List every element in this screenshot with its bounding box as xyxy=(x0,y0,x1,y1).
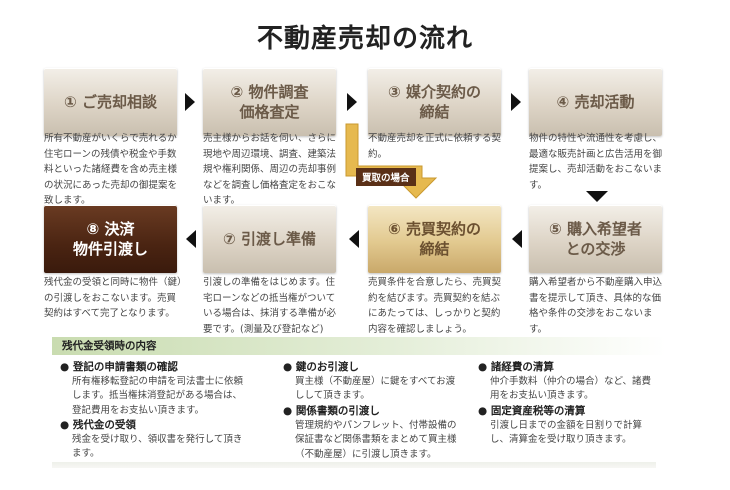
step-4-description: 物件の特性や流通性を考慮し、最適な販売計画と広告活用を御提案し、売却活動をおこな… xyxy=(529,133,663,191)
step-5-box: ⑤ 購入希望者 との交渉 xyxy=(529,205,662,273)
step-7-description: 引渡しの準備をはじめます。住宅ローンなどの抵当権がついている場合は、抹消する準備… xyxy=(203,277,337,335)
note-balance-body: 残金を受け取り、領収書を発行して頂きます。 xyxy=(72,433,243,460)
note-documents-title: ● 関係書類の引渡し xyxy=(283,405,380,417)
step-1-box: ① ご売却相談 xyxy=(44,68,177,136)
step-1-label: ① ご売却相談 xyxy=(64,92,157,111)
step-3-description: 不動産売却を正式に依頼する契約。 xyxy=(368,133,502,160)
note-documents: ● 関係書類の引渡し 管理規約やパンフレット、付帯設備の保証書など関係書類をまと… xyxy=(283,404,463,462)
note-expenses-title: ● 諸経費の清算 xyxy=(478,361,554,373)
step-4-label: ④ 売却活動 xyxy=(556,92,635,111)
buyback-label: 買取の場合 xyxy=(356,168,416,186)
step-5-label: ⑤ 購入希望者 との交渉 xyxy=(549,219,642,258)
note-keys: ● 鍵のお引渡し 買主様（不動産屋）に鍵をすべてお渡しして頂きます。 xyxy=(283,360,463,404)
note-expenses-body: 仲介手数料（仲介の場合）など、諸費用をお支払い頂きます。 xyxy=(490,375,652,402)
step-1-description: 所有不動産がいくらで売れるか住宅ローンの残債や税金や手数料といった諸経費を含め売… xyxy=(44,133,178,206)
note-keys-title: ● 鍵のお引渡し xyxy=(283,361,359,373)
step-6-description: 売買条件を合意したら、売買契約を結びます。売買契約を結ぶにあたっては、しっかりと… xyxy=(368,277,502,335)
step-2-box: ② 物件調査 価格査定 xyxy=(203,68,336,136)
arrow-left-icon xyxy=(349,230,359,248)
note-registration: ● 登記の申請書類の確認 所有権移転登記の申請を司法書士に依頼します。抵当権抹消… xyxy=(60,360,250,418)
arrow-left-icon xyxy=(512,230,522,248)
footer-divider xyxy=(52,462,656,468)
note-balance: ● 残代金の受領 残金を受け取り、領収書を発行して頂きます。 xyxy=(60,418,250,462)
note-registration-body: 所有権移転登記の申請を司法書士に依頼します。抵当権抹消登記がある場合は、登記費用… xyxy=(72,375,244,416)
page-title: 不動産売却の流れ xyxy=(256,24,473,54)
note-expenses: ● 諸経費の清算 仲介手数料（仲介の場合）など、諸費用をお支払い頂きます。 xyxy=(478,360,653,404)
step-7-label: ⑦ 引渡し準備 xyxy=(223,229,316,248)
note-property-tax-title: ● 固定資産税等の清算 xyxy=(478,405,586,417)
step-4-box: ④ 売却活動 xyxy=(529,68,662,136)
step-8-box: ⑧ 決済 物件引渡し xyxy=(44,205,177,273)
arrow-down-icon xyxy=(586,191,608,202)
arrow-right-icon xyxy=(185,93,195,111)
step-2-label: ② 物件調査 価格査定 xyxy=(230,82,309,121)
arrow-right-icon xyxy=(511,93,521,111)
step-3-label: ③ 媒介契約の 締結 xyxy=(388,82,481,121)
section-header: 残代金受領時の内容 xyxy=(52,337,666,355)
note-property-tax: ● 固定資産税等の清算 引渡し日までの金額を日割りで計算し、清算金を受け取り頂き… xyxy=(478,404,653,448)
step-2-description: 売主様からお話を伺い、さらに現地や周辺環境、調査、建築法規や権利関係、周辺の売却… xyxy=(203,133,337,206)
step-8-label: ⑧ 決済 物件引渡し xyxy=(72,219,148,258)
note-registration-title: ● 登記の申請書類の確認 xyxy=(60,361,178,373)
note-keys-body: 買主様（不動産屋）に鍵をすべてお渡しして頂きます。 xyxy=(295,375,456,402)
arrow-right-icon xyxy=(347,93,357,111)
step-6-box: ⑥ 売買契約の 締結 xyxy=(368,205,501,273)
step-3-box: ③ 媒介契約の 締結 xyxy=(368,68,501,136)
note-balance-title: ● 残代金の受領 xyxy=(60,419,136,431)
step-5-description: 購入希望者から不動産購入申込書を提示して頂き、具体的な価格や条件の交渉をおこない… xyxy=(529,277,663,335)
note-property-tax-body: 引渡し日までの金額を日割りで計算し、清算金を受け取り頂きます。 xyxy=(490,419,643,446)
step-6-label: ⑥ 売買契約の 締結 xyxy=(388,219,481,258)
step-7-box: ⑦ 引渡し準備 xyxy=(203,205,336,273)
arrow-left-icon xyxy=(186,230,196,248)
buyback-branch-arrow-icon xyxy=(345,123,438,199)
note-documents-body: 管理規約やパンフレット、付帯設備の保証書など関係書類をまとめて買主様（不動産屋）… xyxy=(295,419,457,460)
step-8-description: 残代金の受領と同時に物件（鍵）の引渡しをおこないます。売買契約はすべて完了となり… xyxy=(44,277,182,319)
